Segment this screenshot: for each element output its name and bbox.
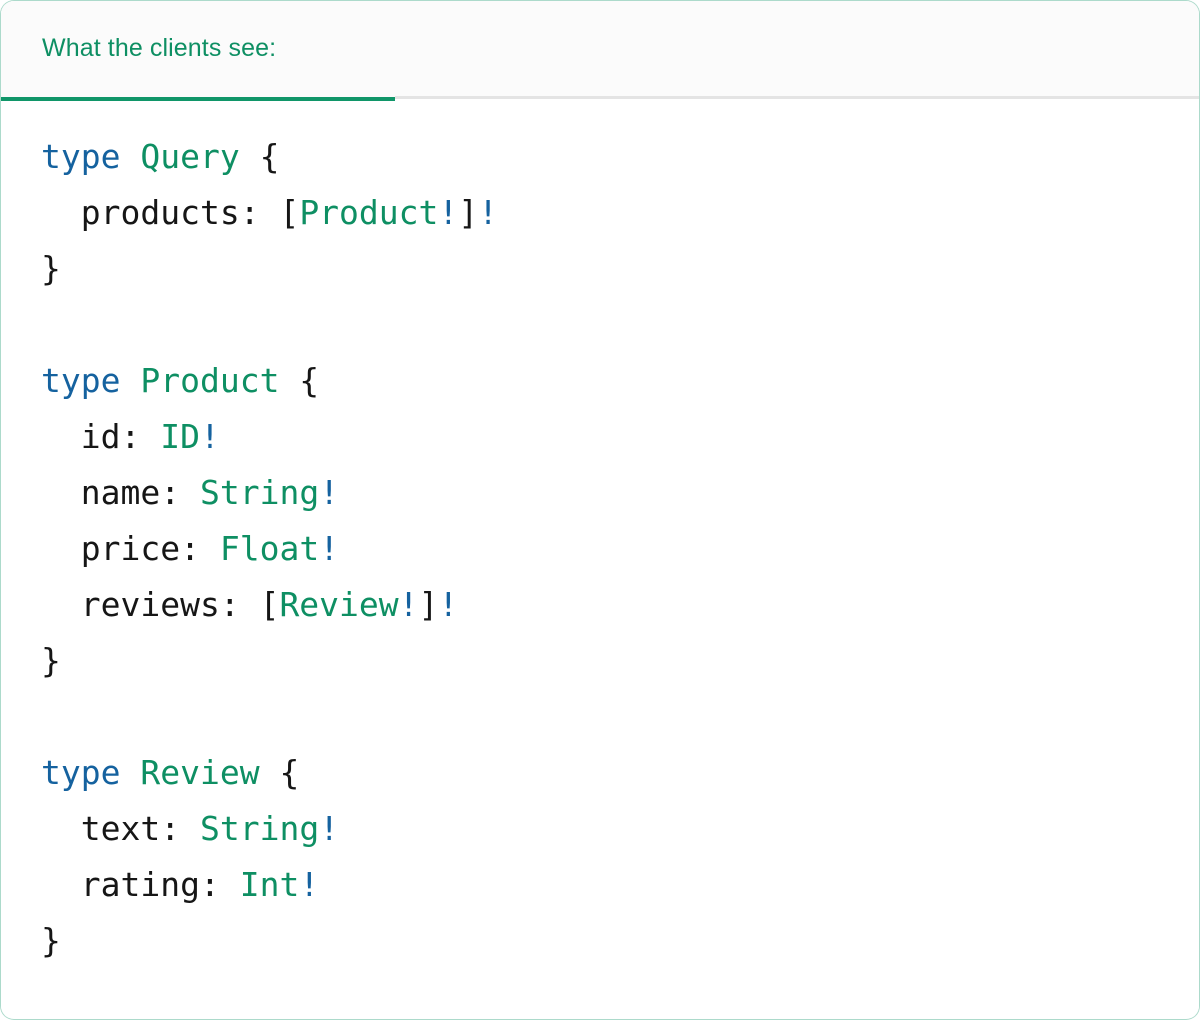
code-token-punc: } — [41, 249, 61, 288]
code-token-punc — [41, 193, 81, 232]
code-line: name: String! — [41, 465, 1199, 521]
code-line: rating: Int! — [41, 857, 1199, 913]
code-token-punc: : — [160, 473, 200, 512]
code-token-field: name — [80, 473, 161, 512]
code-lines: type Query { products: [Product!]!} type… — [41, 129, 1199, 969]
code-line: } — [41, 913, 1199, 969]
code-token-type: Query — [140, 137, 240, 176]
code-token-punc: } — [41, 641, 61, 680]
code-token-type: String — [199, 809, 320, 848]
code-token-type: ID — [160, 417, 200, 456]
code-token-punc: : — [160, 809, 200, 848]
code-token-type: Review — [140, 753, 260, 792]
code-token-kw: type — [41, 137, 121, 176]
code-token-punc: : [ — [239, 193, 300, 232]
code-token-punc — [120, 137, 140, 176]
code-token-field: price — [80, 529, 181, 568]
code-line: text: String! — [41, 801, 1199, 857]
code-token-bang: ! — [200, 417, 220, 456]
code-line: reviews: [Review!]! — [41, 577, 1199, 633]
code-token-punc: : — [199, 865, 240, 904]
code-token-punc: : — [120, 417, 161, 456]
code-line: } — [41, 633, 1199, 689]
code-area: type Query { products: [Product!]!} type… — [1, 99, 1199, 1018]
code-token-type: Product — [140, 361, 280, 400]
code-token-punc: { — [279, 361, 320, 400]
code-token-punc — [41, 809, 81, 848]
code-token-bang: ! — [319, 529, 340, 568]
code-token-punc: ] — [458, 193, 479, 232]
code-token-punc — [120, 753, 140, 792]
code-token-punc — [41, 417, 81, 456]
code-line: products: [Product!]! — [41, 185, 1199, 241]
code-token-bang: ! — [319, 473, 340, 512]
code-token-field: text — [80, 809, 161, 848]
code-line — [41, 297, 1199, 353]
code-token-punc — [120, 361, 140, 400]
code-token-punc — [41, 473, 81, 512]
code-line: type Query { — [41, 129, 1199, 185]
code-token-bang: ! — [299, 865, 320, 904]
code-token-punc — [41, 529, 81, 568]
code-token-type: Float — [219, 529, 320, 568]
code-token-bang: ! — [438, 585, 459, 624]
code-token-field: reviews — [80, 585, 220, 624]
code-token-punc — [41, 585, 81, 624]
code-line: price: Float! — [41, 521, 1199, 577]
code-token-punc: { — [259, 753, 300, 792]
code-line: id: ID! — [41, 409, 1199, 465]
code-token-field: id — [80, 417, 121, 456]
code-token-bang: ! — [319, 809, 340, 848]
code-token-bang: ! — [478, 193, 499, 232]
tab-strip: What the clients see: — [1, 1, 1199, 101]
code-token-field: products — [80, 193, 240, 232]
code-token-punc: ] — [418, 585, 439, 624]
code-token-punc: } — [41, 921, 61, 960]
code-token-bang: ! — [438, 193, 459, 232]
code-token-kw: type — [41, 361, 121, 400]
code-line: type Review { — [41, 745, 1199, 801]
code-token-kw: type — [41, 753, 121, 792]
code-token-punc: { — [239, 137, 280, 176]
code-line — [41, 689, 1199, 745]
code-token-punc: : — [180, 529, 220, 568]
code-token-punc — [41, 865, 81, 904]
code-token-bang: ! — [398, 585, 419, 624]
graphql-schema-code[interactable]: type Query { products: [Product!]!} type… — [1, 129, 1199, 969]
code-token-punc: : [ — [219, 585, 280, 624]
code-line: type Product { — [41, 353, 1199, 409]
code-token-type: Int — [239, 865, 300, 904]
code-token-type: Review — [279, 585, 399, 624]
code-token-field: rating — [80, 865, 200, 904]
code-token-type: String — [199, 473, 320, 512]
code-line: } — [41, 241, 1199, 297]
tab-label: What the clients see: — [42, 34, 277, 62]
tab-what-the-clients-see[interactable]: What the clients see: — [1, 1, 395, 101]
code-token-type: Product — [299, 193, 439, 232]
